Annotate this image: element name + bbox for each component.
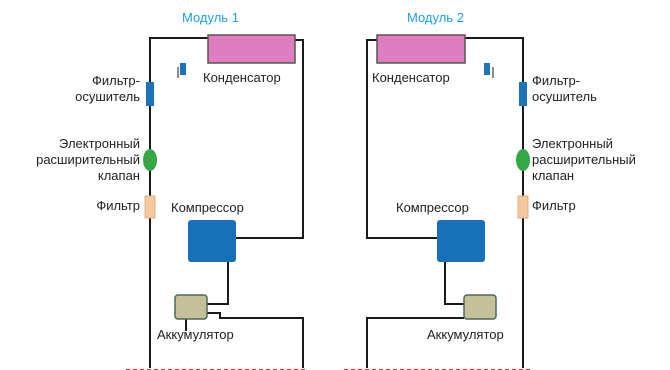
module1-left-pipe (149, 37, 208, 368)
module1-expansion-valve (143, 149, 157, 171)
module2-title: Модуль 2 (407, 10, 464, 25)
module1-condenser-label: Конденсатор (203, 70, 281, 85)
module2-compressor-suction-pipe (444, 262, 464, 305)
module2-return-pipe (366, 317, 464, 368)
module1-compressor-suction-pipe (207, 262, 229, 305)
module1-compressor (188, 220, 236, 262)
module1-condenser-pipe (236, 39, 304, 239)
module2-compressor (437, 220, 485, 262)
module2-filter-drier-label-1: Фильтр- (532, 73, 581, 88)
module1-compressor-label: Компрессор (171, 200, 244, 215)
module2-accumulator-label: Аккумулятор (427, 327, 504, 342)
module1-condenser (207, 34, 296, 64)
module1-filter-drier-label-1: Фильтр- (91, 73, 140, 88)
module1-filter-drier-label-2: осушитель (75, 89, 140, 104)
module1-valve-label-2: расширительный (36, 152, 140, 167)
module2-condenser-label: Конденсатор (372, 70, 450, 85)
module1-valve-label-1: Электронный (59, 136, 140, 151)
module2-condenser (376, 34, 466, 64)
module2-filter-label: Фильтр (532, 198, 576, 213)
module2-expansion-valve (516, 149, 530, 171)
module2-valve-label-3: клапан (532, 168, 575, 183)
module1-title: Модуль 1 (182, 10, 239, 25)
module2-condenser-pipe (366, 39, 437, 239)
module2-filter-drier (519, 82, 527, 106)
module1-sensor-icon (177, 63, 186, 78)
module2-filter (517, 195, 529, 219)
module1-accumulator-label: Аккумулятор (157, 327, 234, 342)
module1-accumulator (174, 294, 208, 320)
module2-piping (366, 37, 524, 368)
module1-filter-drier (146, 82, 154, 106)
module2-valve-label-1: Электронный (532, 136, 613, 151)
module2-sensor-icon (484, 63, 494, 78)
module2-accumulator (463, 294, 497, 320)
module1-filter (144, 195, 156, 219)
module2-right-pipe (465, 37, 524, 368)
module2-valve-label-2: расширительный (532, 152, 636, 167)
module2-compressor-label: Компрессор (396, 200, 469, 215)
module2-filter-drier-label-2: осушитель (532, 89, 597, 104)
module1-filter-label: Фильтр (96, 198, 140, 213)
module1-valve-label-3: клапан (97, 168, 140, 183)
